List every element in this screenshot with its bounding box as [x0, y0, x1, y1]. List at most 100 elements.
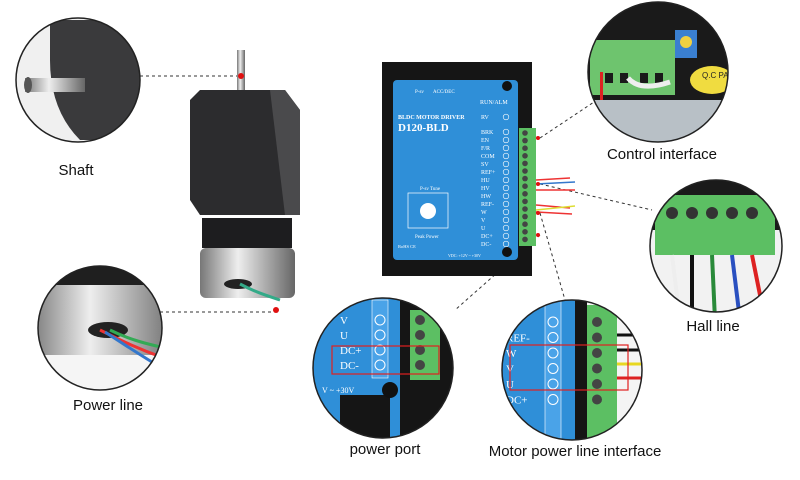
terminal-screw-icon	[547, 332, 559, 343]
terminal-screw-icon	[374, 344, 386, 356]
terminal-label: V	[340, 315, 348, 327]
terminal-label: U	[340, 330, 348, 342]
terminal-block-screw	[522, 183, 528, 189]
terminal-screw-icon	[502, 168, 510, 176]
terminal-block-screw	[522, 191, 528, 197]
terminal-label: DC+	[481, 234, 493, 240]
svg-text:RUN/ALM: RUN/ALM	[480, 100, 508, 106]
terminal-screw-icon	[374, 314, 386, 326]
terminal-block-screw	[415, 330, 425, 340]
svg-text:Peak Power: Peak Power	[415, 235, 439, 240]
terminal-screw-icon	[374, 329, 386, 341]
power-line-zoom-circle	[38, 266, 162, 390]
terminal-label: DC-	[340, 360, 359, 372]
terminal-screw-icon	[502, 144, 510, 152]
terminal-screw-icon	[547, 378, 559, 390]
terminal-label: BRK	[481, 130, 494, 136]
terminal-screw-icon	[502, 184, 510, 192]
bldc-motor-driver: P-sv ACC/DEC RUN/ALM BLDC MOTOR DRIVER D…	[382, 62, 576, 276]
terminal-label: DC+	[506, 395, 527, 407]
terminal-label: REF-	[481, 202, 494, 208]
terminal-screw-icon	[547, 394, 559, 405]
terminal-label: RV	[481, 115, 490, 121]
terminal-block-screw	[522, 198, 528, 205]
svg-text:BLDC MOTOR DRIVER: BLDC MOTOR DRIVER	[398, 115, 465, 121]
terminal-block-screw	[522, 213, 528, 220]
terminal-block-screw	[592, 394, 602, 405]
terminal-screw-icon	[502, 240, 510, 248]
svg-text:P-sv Tune: P-sv Tune	[420, 187, 441, 192]
label-hall-line: Hall line	[686, 318, 740, 335]
hall-line-zoom-circle	[650, 180, 782, 312]
terminal-label: EN	[481, 138, 490, 144]
terminal-screw-icon	[502, 152, 510, 160]
svg-text:P-sv: P-sv	[415, 90, 424, 95]
terminal-screw-icon	[502, 160, 510, 168]
label-shaft: Shaft	[58, 162, 94, 179]
terminal-block-screw	[522, 145, 528, 151]
terminal-screw-icon	[502, 208, 510, 216]
label-control-interface: Control interface	[606, 146, 718, 163]
terminal-block-screw	[522, 221, 528, 227]
terminal-screw-icon	[502, 176, 510, 184]
terminal-block-screw	[522, 137, 528, 144]
terminal-block-screw	[522, 236, 528, 243]
terminal-screw-icon	[547, 363, 559, 374]
svg-text:RoHS CE: RoHS CE	[398, 244, 416, 249]
terminal-screw-icon	[502, 224, 510, 232]
terminal-screw-icon	[502, 113, 510, 121]
terminal-block-screw	[522, 130, 528, 136]
terminal-label: U	[481, 226, 486, 232]
svg-text:VDC: +12V ~ +30V: VDC: +12V ~ +30V	[448, 253, 481, 258]
terminal-block-screw	[592, 348, 602, 358]
label-power-port: power port	[349, 441, 421, 458]
bldc-motor	[190, 50, 300, 313]
terminal-label: HU	[481, 178, 490, 184]
terminal-label: REF-	[506, 333, 530, 345]
control-interface-zoom-circle: Q.C PASS	[588, 2, 739, 142]
shaft-zoom-circle	[16, 18, 140, 142]
terminal-block-screw	[592, 379, 602, 389]
terminal-block-screw	[522, 206, 528, 212]
terminal-block-screw	[522, 229, 528, 235]
svg-text:Q.C PASS: Q.C PASS	[702, 71, 739, 80]
terminal-label: F/R	[481, 146, 490, 152]
terminal-screw-icon	[502, 136, 510, 144]
terminal-label: SV	[481, 162, 489, 168]
terminal-block-screw	[415, 345, 425, 355]
svg-text:D120-BLD: D120-BLD	[398, 122, 449, 134]
terminal-block-screw	[522, 160, 528, 167]
terminal-label: REF+	[481, 170, 496, 176]
label-motor-power-line-interface: Motor power line interface	[488, 443, 662, 460]
terminal-label: COM	[481, 154, 495, 160]
terminal-label: W	[506, 348, 517, 360]
terminal-screw-icon	[374, 359, 386, 371]
terminal-label: V	[481, 218, 486, 224]
terminal-label: HW	[481, 194, 491, 200]
terminal-screw-icon	[502, 216, 510, 224]
terminal-block-screw	[522, 153, 528, 159]
terminal-screw-icon	[547, 316, 559, 328]
terminal-block-screw	[415, 315, 425, 325]
terminal-label: HV	[481, 186, 490, 192]
terminal-label: DC-	[481, 242, 491, 248]
terminal-block-screw	[522, 175, 528, 182]
svg-text:V ~ +30V: V ~ +30V	[322, 386, 354, 395]
power-port-zoom-circle: VU DC+ DC- V ~ +30V	[313, 298, 453, 438]
terminal-block-screw	[592, 363, 602, 374]
terminal-block-screw	[592, 317, 602, 327]
label-power-line: Power line	[72, 397, 144, 414]
terminal-label: W	[506, 317, 517, 329]
terminal-block-screw	[592, 332, 602, 343]
terminal-block-screw	[522, 168, 528, 174]
terminal-screw-icon	[547, 347, 559, 359]
terminal-screw-icon	[502, 200, 510, 208]
svg-text:ACC/DEC: ACC/DEC	[433, 90, 455, 95]
terminal-block-screw	[415, 360, 425, 370]
terminal-screw-icon	[502, 232, 510, 240]
terminal-screw-icon	[502, 128, 510, 136]
terminal-label: DC+	[340, 345, 361, 357]
terminal-screw-icon	[502, 192, 510, 200]
terminal-label: W	[481, 210, 487, 216]
